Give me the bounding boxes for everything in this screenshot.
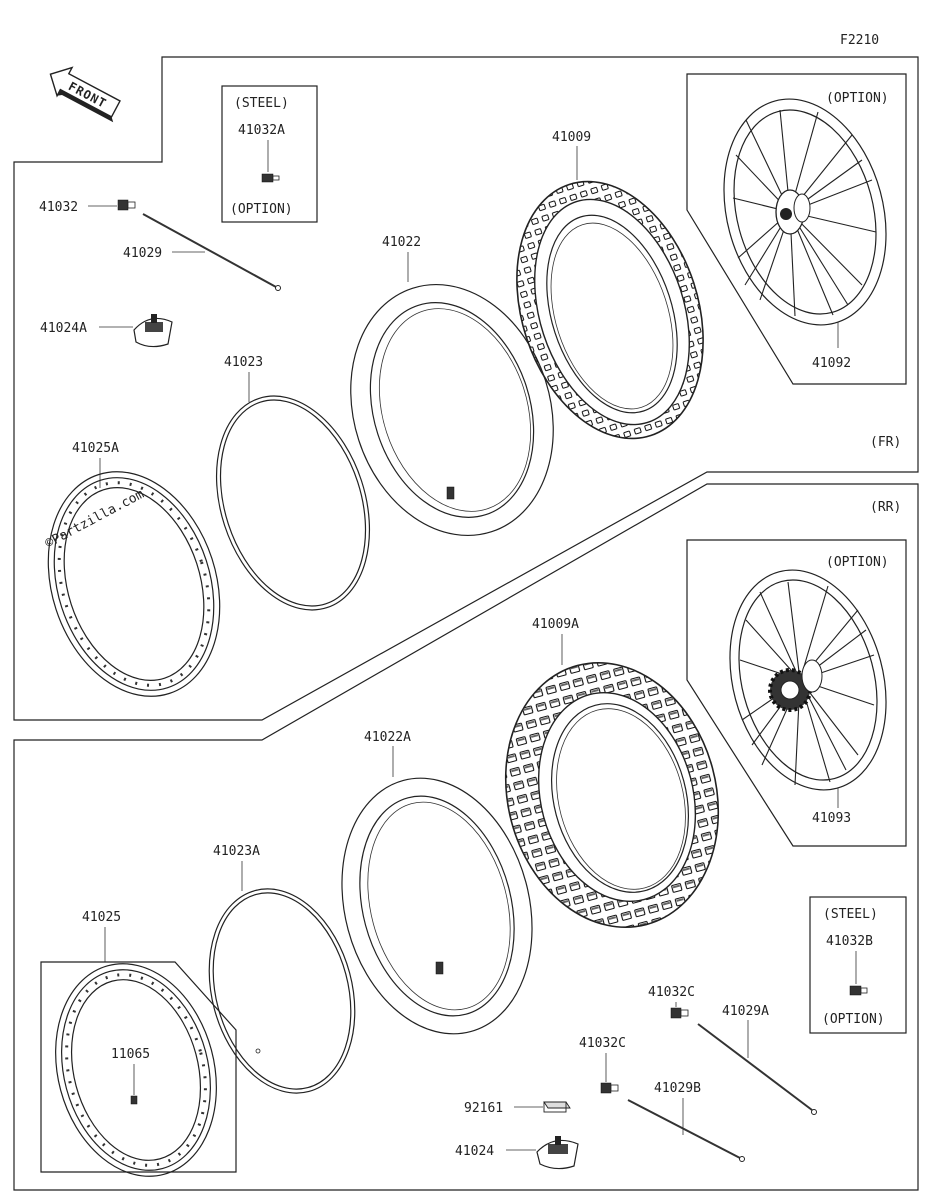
rim-front <box>47 471 221 697</box>
rim-tape-front <box>215 395 371 611</box>
option-box-front-wheel: (OPTION) 41092 <box>686 73 907 385</box>
part-label-41093[interactable]: 41093 <box>812 811 851 826</box>
front-arrow-icon: FRONT <box>49 66 121 123</box>
spoke-icon <box>627 1099 741 1159</box>
part-label-41032A[interactable]: 41032A <box>238 123 285 138</box>
steel-option-box-rear: (STEEL) 41032B (OPTION) <box>809 896 907 1034</box>
valve-stem-icon <box>446 486 455 500</box>
part-label-92161[interactable]: 92161 <box>464 1101 503 1116</box>
rim-rear <box>55 963 217 1177</box>
part-label-41025[interactable]: 41025 <box>82 910 121 925</box>
front-section-label: (FR) <box>870 435 901 450</box>
part-label-41025A[interactable]: 41025A <box>72 441 119 456</box>
steel-option-box-front: (STEEL) 41032A (OPTION) <box>221 85 318 223</box>
rim-tape-rear <box>208 888 356 1094</box>
watermark: ©Partzilla.com <box>43 487 147 552</box>
valve-nipple-icon <box>117 199 136 211</box>
valve-nipple-icon <box>670 1007 689 1019</box>
valve-nipple-icon <box>600 1082 619 1094</box>
part-label-41029B[interactable]: 41029B <box>654 1081 701 1096</box>
front-section-frame <box>13 56 919 721</box>
part-label-41092[interactable]: 41092 <box>812 356 851 371</box>
rear-section-frame <box>13 483 919 1191</box>
tire-front <box>516 180 704 440</box>
rear-section-label: (RR) <box>870 500 901 515</box>
rim-lock-icon <box>536 1136 579 1170</box>
option-box-rear-wheel: (OPTION) 41093 <box>686 539 907 847</box>
figure-code: F2210 <box>840 33 879 48</box>
part-label-41024A[interactable]: 41024A <box>40 321 87 336</box>
valve-nut-icon <box>261 173 280 183</box>
part-label-41009[interactable]: 41009 <box>552 130 591 145</box>
part-label-11065[interactable]: 11065 <box>111 1047 150 1062</box>
part-label-41032B[interactable]: 41032B <box>826 934 873 949</box>
rim-lock-icon <box>133 314 173 348</box>
spoke-nipple-icon <box>130 1095 138 1105</box>
spoke-icon <box>142 213 277 288</box>
part-label-41032C-upper[interactable]: 41032C <box>648 985 695 1000</box>
steel-label: (STEEL) <box>234 96 289 111</box>
option-label: (OPTION) <box>822 1012 885 1027</box>
part-label-41023A[interactable]: 41023A <box>213 844 260 859</box>
part-label-41032[interactable]: 41032 <box>39 200 78 215</box>
part-label-41022A[interactable]: 41022A <box>364 730 411 745</box>
spoked-wheel-front-icon <box>723 98 887 326</box>
option-label: (OPTION) <box>826 555 889 570</box>
part-label-41009A[interactable]: 41009A <box>532 617 579 632</box>
tire-rear <box>504 661 720 929</box>
valve-stem-icon <box>435 961 444 975</box>
part-label-41029[interactable]: 41029 <box>123 246 162 261</box>
option-label: (OPTION) <box>230 202 293 217</box>
part-label-41032C-lower[interactable]: 41032C <box>579 1036 626 1051</box>
weight-block-icon <box>543 1101 571 1113</box>
rim-rear-box: 11065 <box>40 961 237 1177</box>
part-label-41023[interactable]: 41023 <box>224 355 263 370</box>
part-label-41029A[interactable]: 41029A <box>722 1004 769 1019</box>
steel-label: (STEEL) <box>823 907 878 922</box>
option-label: (OPTION) <box>826 91 889 106</box>
spoked-wheel-rear-icon <box>729 569 887 791</box>
valve-nut-icon <box>849 985 868 996</box>
part-label-41024[interactable]: 41024 <box>455 1144 494 1159</box>
inner-tube-rear <box>341 777 533 1035</box>
part-label-41022[interactable]: 41022 <box>382 235 421 250</box>
spoke-icon <box>697 1023 813 1111</box>
